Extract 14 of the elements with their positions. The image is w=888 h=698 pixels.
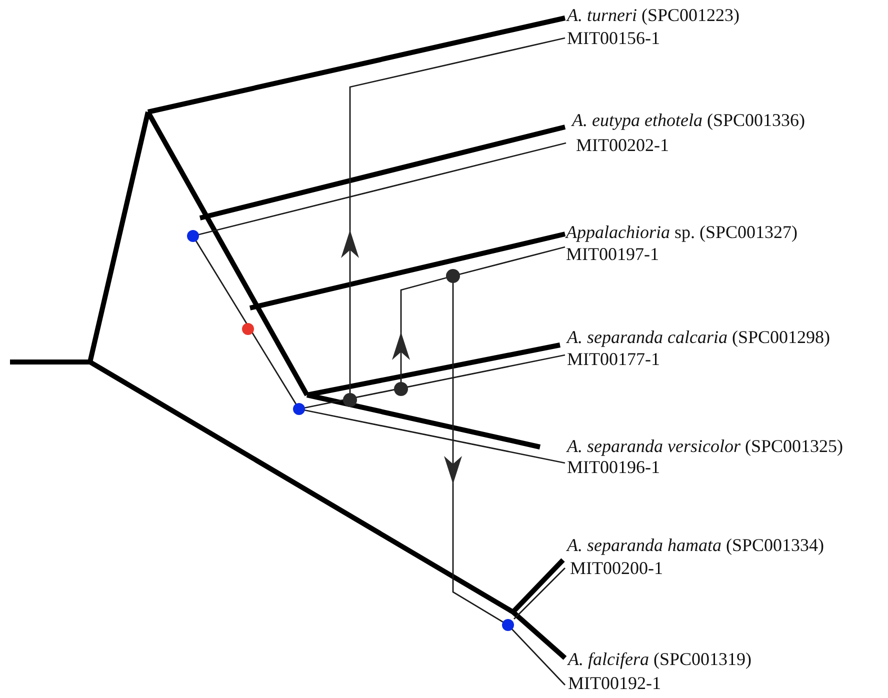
gene-tip-label: MIT00177-1: [567, 350, 660, 370]
gene-tip-label: MIT00192-1: [568, 674, 661, 694]
gene-tip-label: MIT00196-1: [567, 458, 660, 478]
species-tip-label: A. separanda hamata (SPC001334): [567, 536, 824, 556]
gene-tip-label: MIT00200-1: [570, 559, 663, 579]
species-tip-label: A. turneri (SPC001223): [567, 6, 740, 26]
species-tip-label: A. separanda calcaria (SPC001298): [567, 328, 830, 348]
species-tip-label: A. separanda versicolor (SPC001325): [567, 437, 843, 457]
species-tip-label: A. eutypa ethotela (SPC001336): [572, 111, 805, 131]
gene-tip-label: MIT00156-1: [567, 29, 660, 49]
gene-tip-label: MIT00202-1: [576, 136, 669, 156]
gene-tip-label: MIT00197-1: [566, 245, 659, 265]
species-tip-label: A. falcifera (SPC001319): [568, 650, 752, 670]
species-tip-label: Appalachioria sp. (SPC001327): [566, 223, 798, 243]
